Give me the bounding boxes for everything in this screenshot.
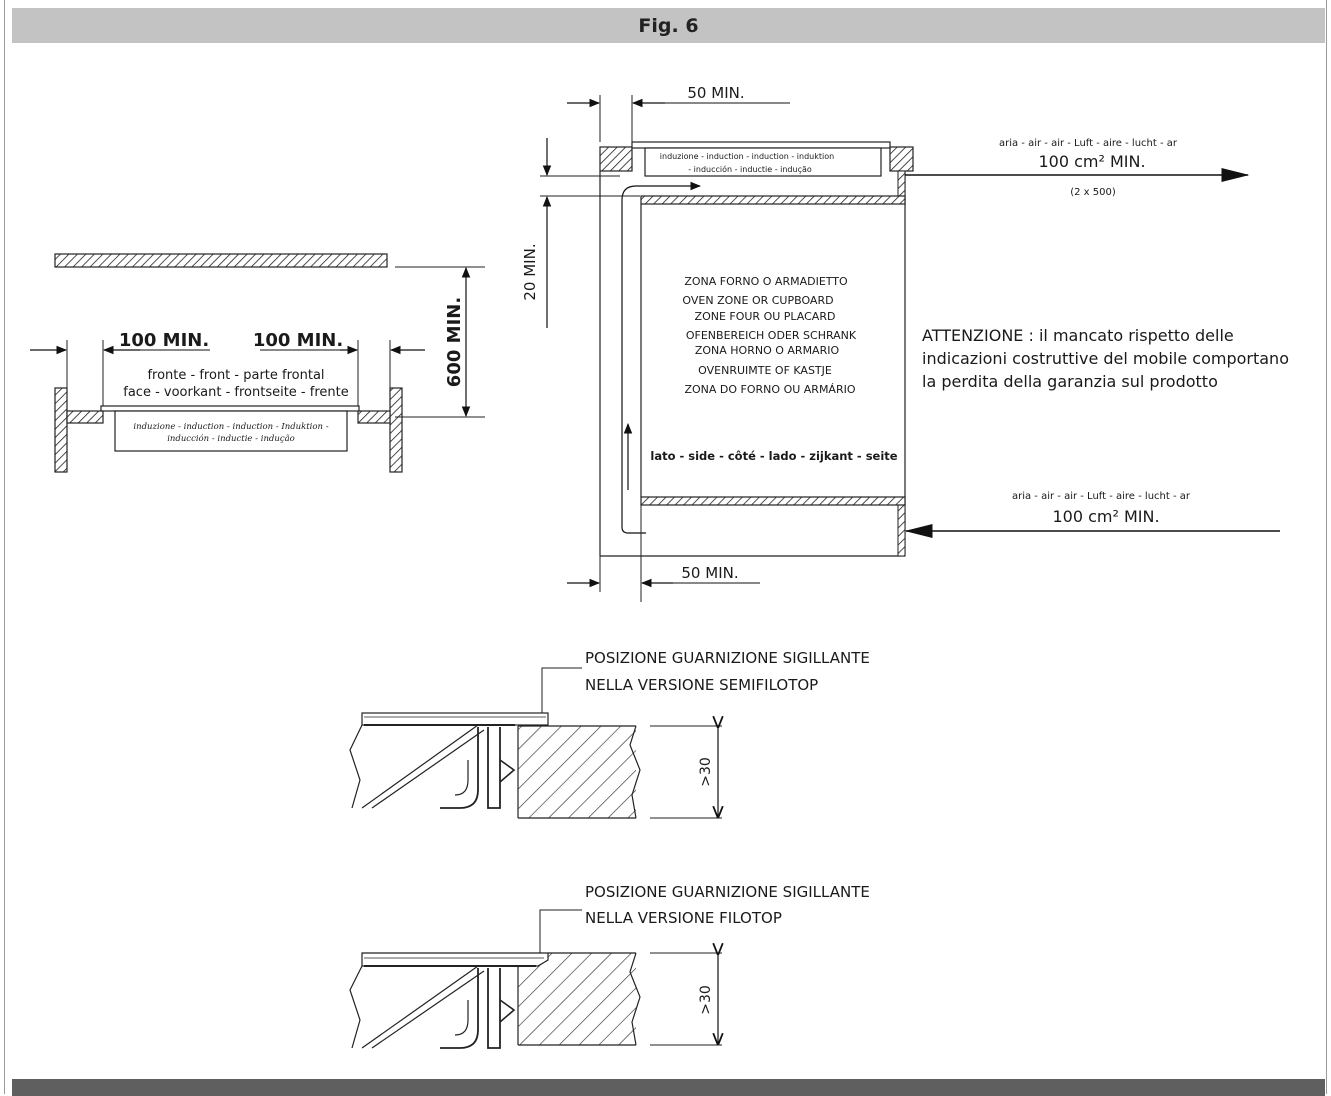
side-worktop-right (889, 146, 914, 172)
footer-bar (12, 1079, 1325, 1096)
air-in-label: aria - air - air - Luft - aire - lucht -… (1012, 491, 1191, 502)
seal-semi-dim: >30 (698, 757, 714, 787)
figure-title: Fig. 6 (638, 14, 699, 37)
seal-filo-glass (361, 952, 549, 967)
front-dim-right: 100 MIN. (253, 330, 343, 351)
seal-filo-dim: >30 (698, 985, 714, 1015)
side-dim-bottom: 50 MIN. (681, 564, 738, 582)
side-hob-label-1: induzione - induction - induction - indu… (660, 152, 834, 161)
front-view: 100 MIN. 100 MIN. 600 MIN. fronte - fron… (30, 253, 485, 473)
front-dim-left: 100 MIN. (119, 330, 209, 351)
right-wall (389, 387, 403, 473)
air-in-value: 100 cm² MIN. (1052, 507, 1159, 526)
worktop-right (357, 410, 391, 424)
side-view: induzione - induction - induction - indu… (521, 84, 1280, 602)
zone-label-6: ZONA DO FORNO OU ARMÁRIO (684, 383, 855, 396)
front-hob-label-1: induzione - induction - induction - Indu… (133, 422, 328, 432)
hob-glass (100, 405, 360, 412)
side-hob-glass (631, 141, 891, 149)
air-out-label: aria - air - air - Luft - aire - lucht -… (999, 138, 1178, 149)
side-worktop-left (599, 146, 633, 172)
zone-label-0: ZONA FORNO O ARMADIETTO (684, 275, 848, 288)
seal-filo-line-2: NELLA VERSIONE FILOTOP (585, 909, 782, 927)
side-dim-top: 50 MIN. (687, 84, 744, 102)
zone-label-1: OVEN ZONE OR CUPBOARD (682, 294, 833, 307)
seal-semi-line-2: NELLA VERSIONE SEMIFILOTOP (585, 676, 818, 694)
oven-bottom-panel (640, 496, 906, 506)
zone-label-5: OVENRUIMTE OF KASTJE (698, 364, 832, 377)
figure-header: Fig. 6 (12, 8, 1325, 43)
warning-line-2: indicazioni costruttive del mobile compo… (922, 349, 1289, 368)
air-out-note: (2 x 500) (1070, 187, 1116, 198)
side-hob-label-2: - inducción - inductie - indução (688, 164, 812, 174)
front-label-1: fronte - front - parte frontal (147, 368, 324, 383)
front-label-2: face - voorkant - frontseite - frente (123, 385, 348, 400)
zone-label-3: OFENBEREICH ODER SCHRANK (686, 329, 857, 342)
air-out-value: 100 cm² MIN. (1038, 152, 1145, 171)
seal-semi-line-1: POSIZIONE GUARNIZIONE SIGILLANTE (585, 649, 870, 667)
seal-filo-leader (539, 909, 582, 956)
seal-filo-worktop (518, 953, 636, 1045)
front-dim-height: 600 MIN. (444, 297, 465, 387)
page-border (4, 0, 1327, 1094)
oven-top-panel (640, 195, 906, 205)
seal-filotop-detail: POSIZIONE GUARNIZIONE SIGILLANTE NELLA V… (349, 883, 870, 1049)
side-label: lato - side - côté - lado - zijkant - se… (650, 449, 897, 463)
seal-semi-glass (361, 712, 549, 726)
worktop-left (66, 410, 104, 424)
hob-body (114, 410, 348, 452)
seal-filo-line-1: POSIZIONE GUARNIZIONE SIGILLANTE (585, 883, 870, 901)
zone-label-2: ZONE FOUR OU PLACARD (695, 310, 836, 323)
side-hob-body (644, 147, 882, 177)
seal-semi-worktop (518, 726, 636, 818)
side-dim-vertical: 20 MIN. (521, 243, 539, 300)
warning-line-3: la perdita della garanzia sul prodotto (922, 372, 1218, 391)
zone-label-4: ZONA HORNO O ARMARIO (695, 344, 840, 357)
left-wall (54, 387, 68, 473)
seal-semifilotop-detail: POSIZIONE GUARNIZIONE SIGILLANTE NELLA V… (349, 649, 870, 819)
upper-shelf (54, 253, 388, 268)
warning-line-1: ATTENZIONE : il mancato rispetto delle (922, 326, 1234, 345)
seal-semi-leader (541, 667, 582, 713)
front-hob-label-2: inducción - inductie - indução (167, 433, 295, 444)
warning-notice: ATTENZIONE : il mancato rispetto delle i… (922, 326, 1289, 391)
